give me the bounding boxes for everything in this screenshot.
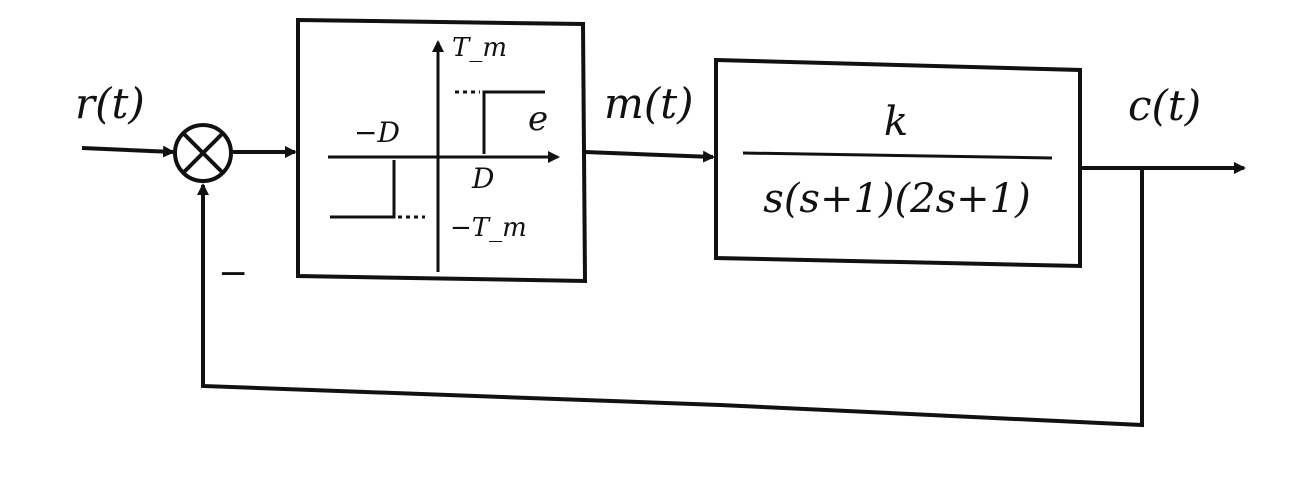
plant-fraction-bar [742,151,1053,160]
summing-junction [173,123,233,183]
output-signal-label: c(t) [1128,81,1201,130]
relay-neg-level-label: −T_m [450,213,527,243]
relay-positive-branch [482,90,545,154]
plant-denominator: s(s+1)(2s+1) [763,176,1030,222]
plant-block: k s(s+1)(2s+1) [714,57,1082,269]
relay-y-axis-label: T_m [452,33,507,63]
relay-block: T_m e −D D −T_m [296,17,588,284]
controller-output-arrow [584,150,715,163]
feedback-path [197,168,1144,428]
relay-negative-branch [330,160,396,219]
input-arrow [81,145,175,158]
relay-neg-threshold-label: −D [354,116,400,149]
relay-x-axis-label: e [528,99,548,139]
plant-numerator: k [884,99,908,145]
relay-pos-threshold-label: D [471,162,494,195]
controller-output-label: m(t) [604,79,693,128]
input-signal-label: r(t) [75,79,145,128]
feedback-sign: − [218,253,248,294]
